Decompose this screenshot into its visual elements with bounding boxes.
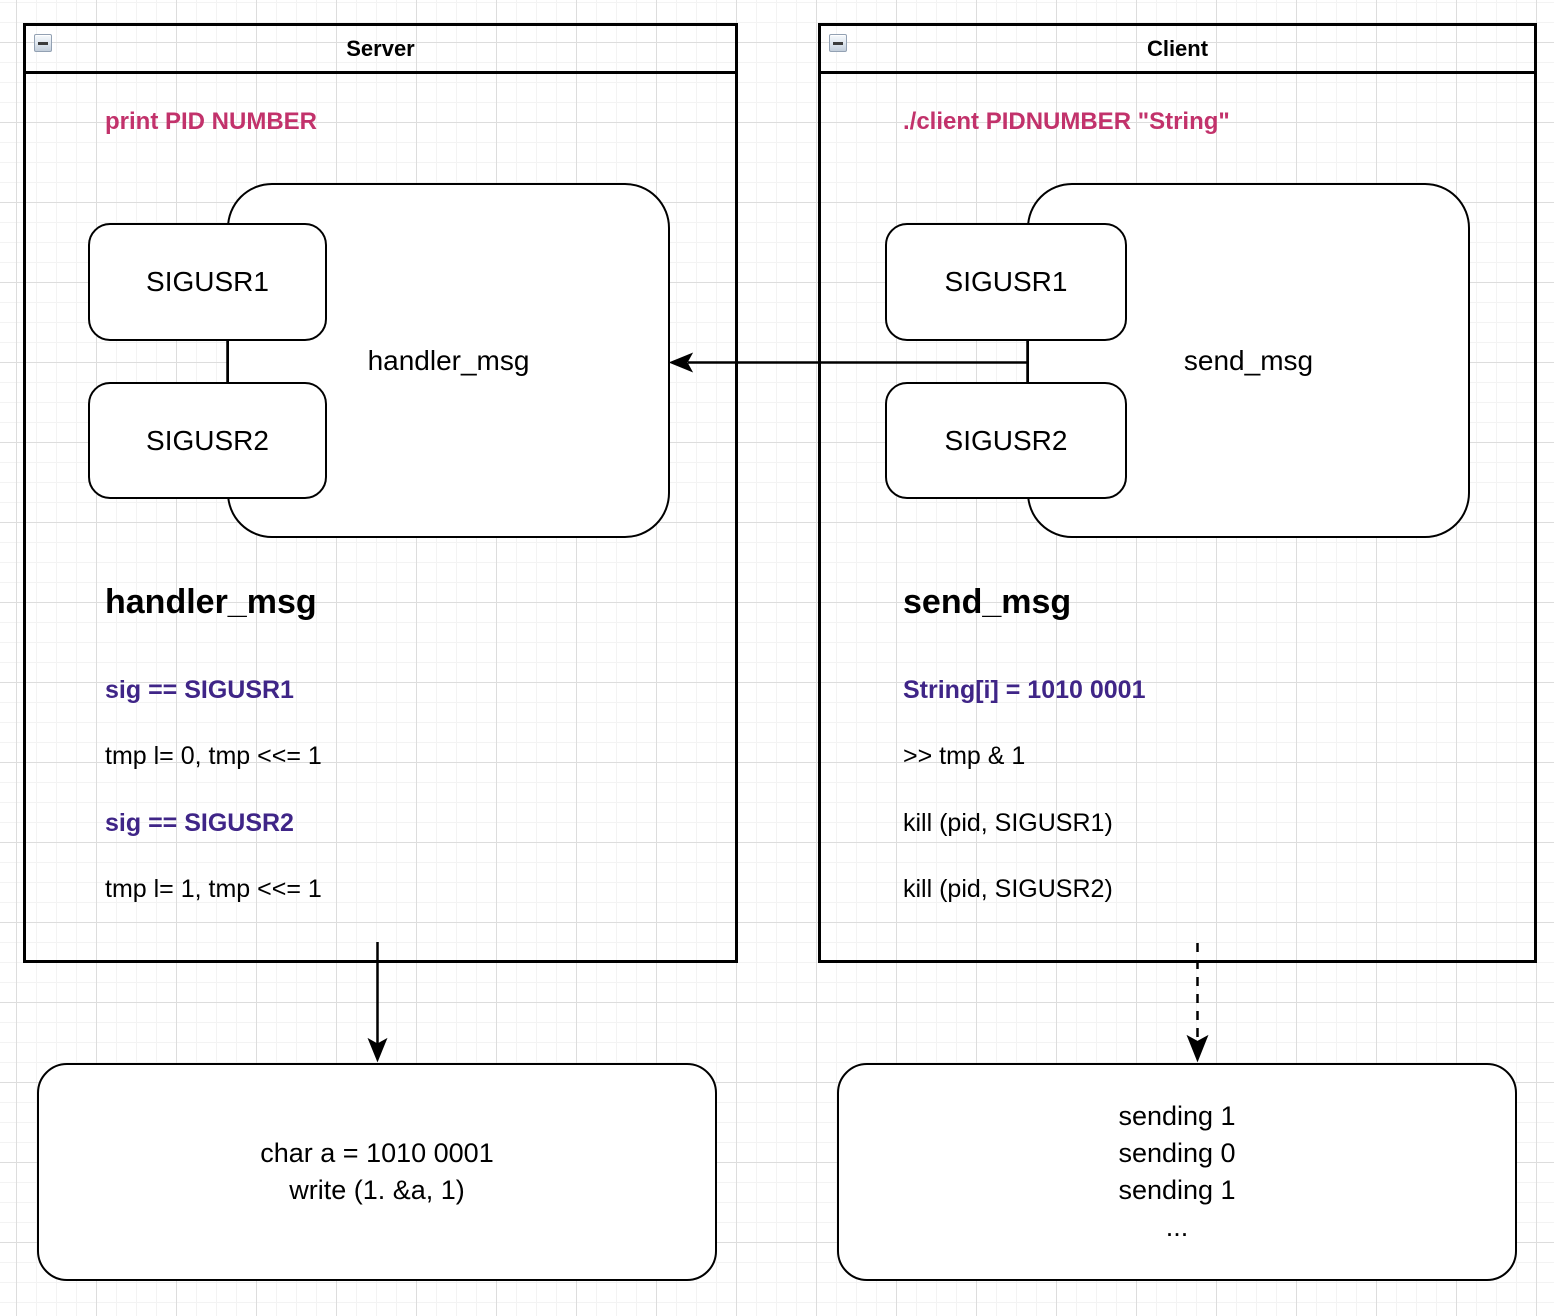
- client-sigusr1-label: SIGUSR1: [944, 266, 1068, 297]
- collapse-minus-icon: [833, 41, 843, 45]
- client-collapse-button[interactable]: [829, 34, 847, 52]
- client-code-line-2[interactable]: >> tmp & 1: [903, 742, 1026, 770]
- server-code-line-3[interactable]: sig == SIGUSR2: [105, 809, 294, 837]
- server-handler-label: handler_msg: [367, 344, 530, 376]
- client-output-line-3: sending 1: [1118, 1175, 1236, 1205]
- server-section-heading[interactable]: handler_msg: [105, 583, 317, 621]
- client-code-line-3[interactable]: kill (pid, SIGUSR1): [903, 809, 1113, 837]
- server-panel-title: Server: [346, 35, 415, 61]
- client-output-box[interactable]: sending 1 sending 0 sending 1 ...: [837, 1063, 1517, 1281]
- server-sigusr1-shape[interactable]: SIGUSR1: [88, 223, 327, 341]
- client-sigusr1-shape[interactable]: SIGUSR1: [885, 223, 1127, 341]
- server-panel-title-bar: Server: [26, 26, 735, 74]
- client-send-label: send_msg: [1183, 344, 1314, 376]
- server-output-line-2: write (1. &a, 1): [289, 1175, 465, 1205]
- server-collapse-button[interactable]: [34, 34, 52, 52]
- server-sigusr2-label: SIGUSR2: [146, 424, 269, 456]
- client-code-line-1[interactable]: String[i] = 1010 0001: [903, 676, 1146, 704]
- server-code-line-1[interactable]: sig == SIGUSR1: [105, 676, 294, 704]
- client-output-line-2: sending 0: [1118, 1138, 1236, 1168]
- client-panel-title: Client: [1146, 35, 1209, 61]
- server-code-line-2[interactable]: tmp l= 0, tmp <<= 1: [105, 742, 322, 770]
- client-command-text[interactable]: ./client PIDNUMBER "String": [903, 108, 1230, 135]
- server-command-text[interactable]: print PID NUMBER: [105, 108, 317, 135]
- server-panel[interactable]: Server: [23, 23, 738, 963]
- client-code-line-4[interactable]: kill (pid, SIGUSR2): [903, 875, 1113, 903]
- server-code-line-4[interactable]: tmp l= 1, tmp <<= 1: [105, 875, 322, 903]
- client-section-heading[interactable]: send_msg: [903, 583, 1072, 621]
- server-output-box[interactable]: char a = 1010 0001 write (1. &a, 1): [37, 1063, 717, 1281]
- collapse-minus-icon: [38, 41, 48, 45]
- client-sigusr2-label: SIGUSR2: [944, 424, 1068, 456]
- client-panel-title-bar: Client: [821, 26, 1534, 74]
- server-sigusr1-label: SIGUSR1: [146, 266, 269, 297]
- client-sigusr2-shape[interactable]: SIGUSR2: [885, 382, 1127, 499]
- client-panel[interactable]: Client: [818, 23, 1537, 963]
- client-output-line-1: sending 1: [1118, 1101, 1236, 1131]
- server-output-line-1: char a = 1010 0001: [260, 1138, 494, 1168]
- server-sigusr2-shape[interactable]: SIGUSR2: [88, 382, 327, 499]
- client-output-line-4: ...: [1165, 1212, 1189, 1242]
